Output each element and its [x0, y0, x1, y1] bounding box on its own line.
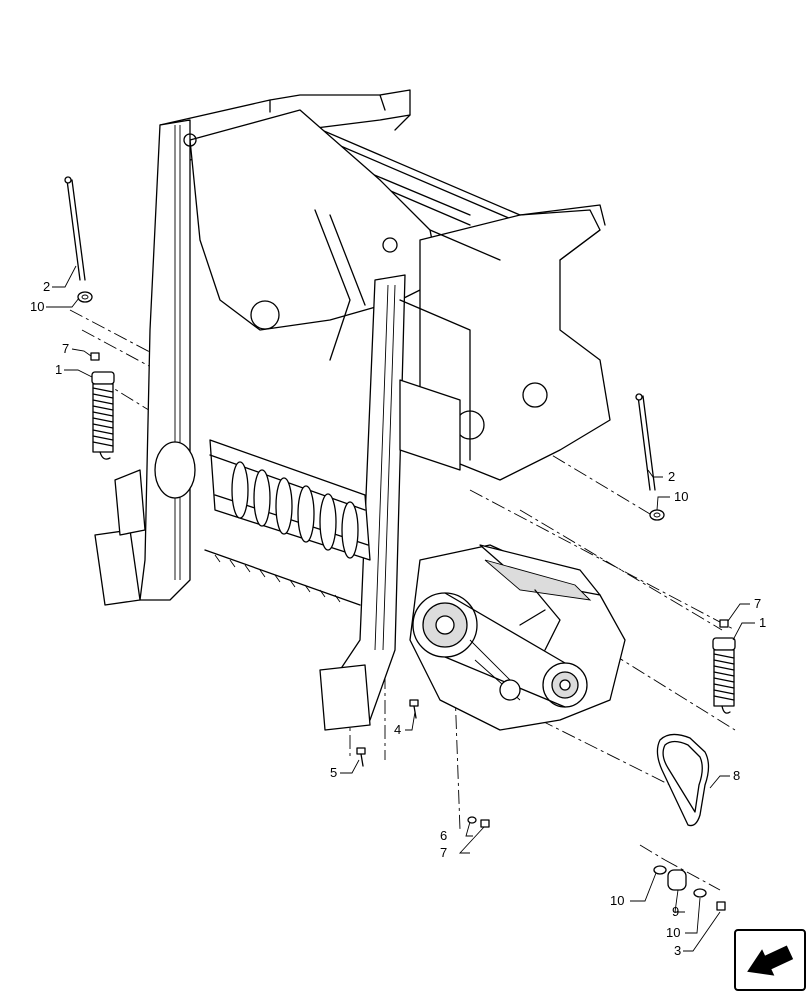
washer-left	[77, 291, 93, 303]
nut-left	[90, 352, 100, 361]
callout-7-right: 7	[754, 596, 761, 611]
callout-labels: 2 10 7 1 2 10 7 1 4 5 8 6 7 10 9 10 3	[30, 279, 766, 958]
idler-hardware	[653, 865, 726, 911]
callout-7-bottom: 7	[440, 845, 447, 860]
drive-assembly	[409, 544, 626, 731]
callout-1-right: 1	[759, 615, 766, 630]
callout-3: 3	[674, 943, 681, 958]
left-spring-set	[64, 176, 115, 460]
bushing-9	[667, 869, 687, 891]
callout-4: 4	[394, 722, 401, 737]
rotor-tines	[231, 461, 359, 559]
callout-2-left: 2	[43, 279, 50, 294]
callout-10-right: 10	[674, 489, 688, 504]
callout-8: 8	[733, 768, 740, 783]
washer-right	[649, 509, 665, 521]
callout-5: 5	[330, 765, 337, 780]
spring-right	[712, 637, 736, 714]
nut-right	[719, 619, 729, 628]
callout-7-left: 7	[62, 341, 69, 356]
callout-10-left: 10	[30, 299, 44, 314]
washer-6-nut-7	[467, 816, 490, 828]
baler-frame	[94, 89, 611, 731]
leader-lines	[46, 265, 755, 952]
callout-6: 6	[440, 828, 447, 843]
callout-2-right: 2	[668, 469, 675, 484]
bolt-5	[356, 747, 366, 767]
nut-3	[716, 901, 726, 911]
right-spring-set	[635, 393, 736, 714]
callout-1-left: 1	[55, 362, 62, 377]
callout-10-bottom-left: 10	[610, 893, 624, 908]
spring-left	[91, 371, 115, 460]
tension-rod-left	[66, 179, 81, 281]
tension-rod-right	[637, 395, 651, 491]
arrow-icon[interactable]	[734, 929, 806, 991]
callout-9: 9	[672, 904, 679, 919]
callout-10-bottom-right: 10	[666, 925, 680, 940]
